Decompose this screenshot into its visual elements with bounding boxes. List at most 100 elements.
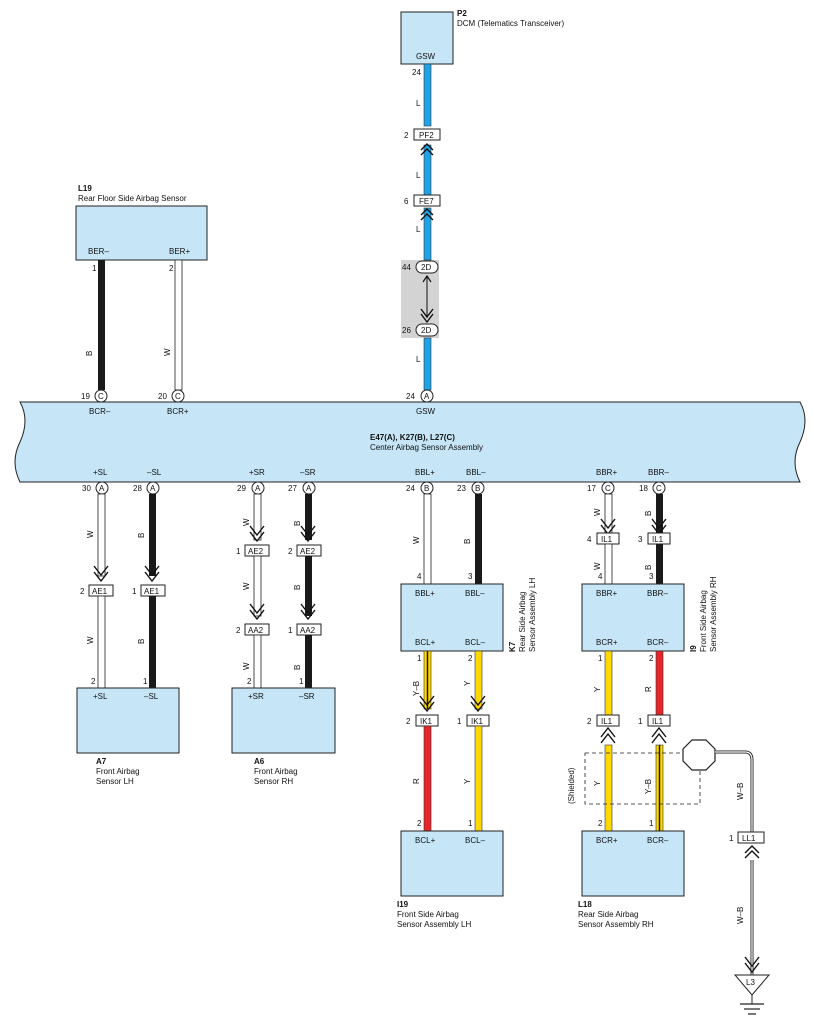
svg-text:C: C xyxy=(98,392,104,401)
svg-text:20: 20 xyxy=(158,392,167,401)
svg-text:B: B xyxy=(137,639,146,644)
svg-text:B: B xyxy=(293,585,302,590)
svg-text:6: 6 xyxy=(404,197,409,206)
svg-text:BBL–: BBL– xyxy=(465,589,485,598)
svg-text:B: B xyxy=(293,665,302,670)
svg-text:BCR+: BCR+ xyxy=(596,836,618,845)
svg-text:B: B xyxy=(463,539,472,544)
rear-floor-box xyxy=(75,205,208,261)
a6-wires: W B AE2 1 AE2 2 W B AA2 2 AA2 1 W B 2 1 xyxy=(236,493,322,689)
dcm-pin-label: GSW xyxy=(416,52,436,61)
svg-text:2: 2 xyxy=(417,819,422,828)
svg-text:IL1: IL1 xyxy=(601,717,613,726)
shield-ground-symbol xyxy=(682,739,716,771)
svg-text:Sensor LH: Sensor LH xyxy=(96,777,134,786)
svg-text:Y–B: Y–B xyxy=(412,681,421,696)
svg-text:AE1: AE1 xyxy=(92,587,108,596)
i19-component: BCL+ BCL– I19 Front Side Airbag Sensor A… xyxy=(397,830,504,929)
svg-text:BER+: BER+ xyxy=(169,247,190,256)
svg-text:2D: 2D xyxy=(421,326,431,335)
svg-text:C: C xyxy=(605,484,611,493)
svg-text:1: 1 xyxy=(638,717,643,726)
gsw-wire-color-4: L xyxy=(416,355,421,364)
svg-text:AE1: AE1 xyxy=(144,587,160,596)
svg-text:A: A xyxy=(306,484,312,493)
svg-text:A: A xyxy=(255,484,261,493)
svg-text:1: 1 xyxy=(288,626,293,635)
svg-text:29: 29 xyxy=(237,484,246,493)
svg-text:BCL+: BCL+ xyxy=(415,836,436,845)
svg-text:1: 1 xyxy=(299,677,304,686)
gsw-wire: L L L L xyxy=(416,63,432,391)
svg-text:Front Side Airbag: Front Side Airbag xyxy=(699,590,708,652)
svg-text:C: C xyxy=(656,484,662,493)
svg-text:4: 4 xyxy=(587,535,592,544)
svg-text:Rear Side Airbag: Rear Side Airbag xyxy=(518,592,527,652)
svg-text:1: 1 xyxy=(468,819,473,828)
svg-text:Sensor Assembly LH: Sensor Assembly LH xyxy=(397,920,471,929)
svg-text:W–B: W–B xyxy=(736,783,745,800)
rear-floor-sensor: L19 Rear Floor Side Airbag Sensor BER– B… xyxy=(75,184,208,391)
gsw-wire-color-3: L xyxy=(416,225,421,234)
svg-text:BBR–: BBR– xyxy=(647,589,668,598)
l18-component: BCR+ BCR– L18 Rear Side Airbag Sensor As… xyxy=(578,830,685,929)
svg-text:AA2: AA2 xyxy=(300,626,316,635)
rear-floor-name: Rear Floor Side Airbag Sensor xyxy=(78,194,187,203)
svg-text:24: 24 xyxy=(406,484,415,493)
svg-text:B: B xyxy=(85,351,94,356)
k7-wires-top: W B 4 3 xyxy=(412,493,482,585)
i9-wires-top: W B IL1 4 IL1 3 W B 4 3 xyxy=(587,493,671,585)
center-code: E47(A), K27(B), L27(C) xyxy=(370,433,455,442)
svg-text:BBL+: BBL+ xyxy=(415,589,435,598)
svg-text:18: 18 xyxy=(639,484,648,493)
i9-component: BBR+ BBR– BCR+ BCR– I9 Front Side Airbag… xyxy=(581,576,718,652)
connector-pf2: PF2 2 xyxy=(404,128,441,156)
svg-text:BBR+: BBR+ xyxy=(596,468,617,477)
junction-2d: 2D 44 2D 26 xyxy=(402,260,439,337)
svg-text:L18: L18 xyxy=(578,900,592,909)
a7-component: +SL –SL A7 Front Airbag Sensor LH xyxy=(76,687,180,786)
svg-text:BBL+: BBL+ xyxy=(415,468,435,477)
svg-text:LL1: LL1 xyxy=(742,834,756,843)
svg-text:19: 19 xyxy=(81,392,90,401)
svg-text:A: A xyxy=(150,484,156,493)
svg-text:+SR: +SR xyxy=(248,692,264,701)
gsw-wire-color-1: L xyxy=(416,99,421,108)
svg-text:IK1: IK1 xyxy=(471,717,484,726)
svg-text:3: 3 xyxy=(468,572,473,581)
svg-text:4: 4 xyxy=(598,572,603,581)
svg-text:Y: Y xyxy=(463,680,472,686)
svg-text:1: 1 xyxy=(598,654,603,663)
i9-wires-bottom: 1 2 Y R IL1 2 IL1 1 Y Y–B 2 1 xyxy=(587,650,671,832)
svg-text:44: 44 xyxy=(402,263,411,272)
svg-text:Y: Y xyxy=(463,778,472,784)
svg-text:C: C xyxy=(175,392,181,401)
svg-text:Front Airbag: Front Airbag xyxy=(96,767,140,776)
svg-text:2: 2 xyxy=(169,264,174,273)
gsw-wire-color-2: L xyxy=(416,171,421,180)
dcm-pin-num: 24 xyxy=(412,68,421,77)
svg-text:Y–B: Y–B xyxy=(644,779,653,794)
svg-text:2: 2 xyxy=(247,677,252,686)
svg-text:B: B xyxy=(475,484,480,493)
svg-text:Front Side Airbag: Front Side Airbag xyxy=(397,910,459,919)
svg-text:BCR–: BCR– xyxy=(89,407,111,416)
svg-text:W: W xyxy=(242,518,251,526)
svg-text:1: 1 xyxy=(236,547,241,556)
svg-text:2: 2 xyxy=(80,587,85,596)
svg-text:BCL+: BCL+ xyxy=(415,638,436,647)
svg-text:B: B xyxy=(644,511,653,516)
svg-text:A: A xyxy=(424,392,430,401)
svg-text:17: 17 xyxy=(587,484,596,493)
svg-text:IL1: IL1 xyxy=(652,717,664,726)
svg-text:B: B xyxy=(293,521,302,526)
svg-text:W: W xyxy=(242,662,251,670)
svg-text:2: 2 xyxy=(598,819,603,828)
svg-text:1: 1 xyxy=(143,677,148,686)
svg-text:W: W xyxy=(593,562,602,570)
dcm-name: DCM (Telematics Transceiver) xyxy=(457,19,564,28)
svg-text:Sensor Assembly LH: Sensor Assembly LH xyxy=(528,578,537,652)
rear-floor-code: L19 xyxy=(78,184,92,193)
svg-text:K7: K7 xyxy=(508,641,517,652)
